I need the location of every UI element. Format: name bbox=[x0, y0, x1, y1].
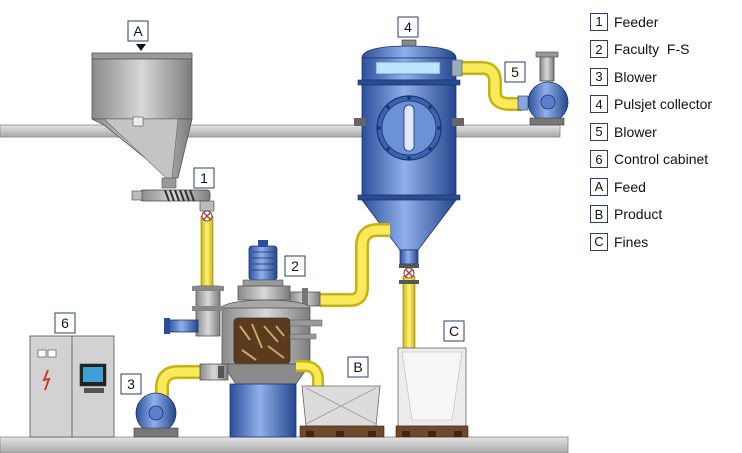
legend-key: A bbox=[590, 177, 608, 196]
feeder bbox=[131, 189, 215, 212]
legend-item: B Product bbox=[590, 201, 740, 229]
legend: 1 Feeder 2 Faculty F-S 3 Blower 4 Pulsje… bbox=[590, 8, 740, 256]
legend-item: A Feed bbox=[590, 173, 740, 201]
tag-product: B bbox=[347, 356, 369, 378]
legend-item: 2 Faculty F-S bbox=[590, 36, 740, 64]
svg-text:C: C bbox=[449, 323, 459, 339]
fines-pipe bbox=[402, 275, 416, 349]
legend-item: 1 Feeder bbox=[590, 8, 740, 36]
feed-hopper bbox=[91, 52, 193, 189]
tag-control-cabinet: 6 bbox=[54, 312, 76, 334]
tag-faculty: 2 bbox=[284, 255, 306, 277]
high-voltage-icon bbox=[42, 369, 51, 391]
legend-label: Feed bbox=[614, 178, 646, 195]
product-bin bbox=[299, 385, 385, 438]
feed-pipe bbox=[200, 215, 214, 287]
upper-floor bbox=[0, 124, 561, 138]
tag-exhaust-blower: 5 bbox=[504, 61, 526, 83]
svg-text:4: 4 bbox=[404, 19, 412, 35]
fines-bin bbox=[395, 347, 469, 438]
legend-label: Faculty F-S bbox=[614, 41, 690, 58]
svg-text:A: A bbox=[133, 23, 143, 39]
legend-label: Feeder bbox=[614, 13, 659, 30]
legend-key: 2 bbox=[590, 40, 608, 59]
legend-label: Product bbox=[614, 206, 663, 223]
svg-text:5: 5 bbox=[511, 64, 519, 80]
legend-key: 1 bbox=[590, 12, 608, 31]
faculty-mill bbox=[164, 240, 323, 438]
svg-text:1: 1 bbox=[200, 170, 208, 186]
svg-text:B: B bbox=[353, 359, 362, 375]
legend-label: Pulsjet collector bbox=[614, 96, 713, 113]
legend-label: Control cabinet bbox=[614, 151, 709, 168]
legend-key: B bbox=[590, 205, 608, 224]
legend-key: 3 bbox=[590, 67, 608, 86]
ground-floor bbox=[0, 436, 569, 453]
svg-text:3: 3 bbox=[127, 376, 135, 392]
svg-text:6: 6 bbox=[61, 315, 69, 331]
tag-main-blower: 3 bbox=[120, 373, 142, 395]
legend-item: C Fines bbox=[590, 228, 740, 256]
legend-label: Fines bbox=[614, 233, 649, 250]
pulsjet-collector bbox=[354, 39, 464, 265]
exhaust-blower bbox=[517, 51, 569, 126]
legend-item: 4 Pulsjet collector bbox=[590, 91, 740, 119]
tag-fines: C bbox=[443, 320, 465, 342]
feed-arrow-icon bbox=[136, 44, 146, 51]
tag-feed: A bbox=[127, 20, 149, 42]
legend-key: 5 bbox=[590, 122, 608, 141]
legend-label: Blower bbox=[614, 68, 657, 85]
legend-label: Blower bbox=[614, 123, 657, 140]
tag-feeder: 1 bbox=[193, 167, 215, 189]
legend-key: C bbox=[590, 232, 608, 251]
transport-pipe bbox=[320, 223, 390, 307]
main-blower bbox=[133, 392, 179, 438]
legend-item: 6 Control cabinet bbox=[590, 146, 740, 174]
legend-key: 4 bbox=[590, 95, 608, 114]
legend-item: 5 Blower bbox=[590, 118, 740, 146]
legend-item: 3 Blower bbox=[590, 63, 740, 91]
legend-key: 6 bbox=[590, 150, 608, 169]
control-cabinet bbox=[29, 335, 115, 438]
svg-text:2: 2 bbox=[291, 258, 299, 274]
tag-collector: 4 bbox=[397, 16, 419, 38]
